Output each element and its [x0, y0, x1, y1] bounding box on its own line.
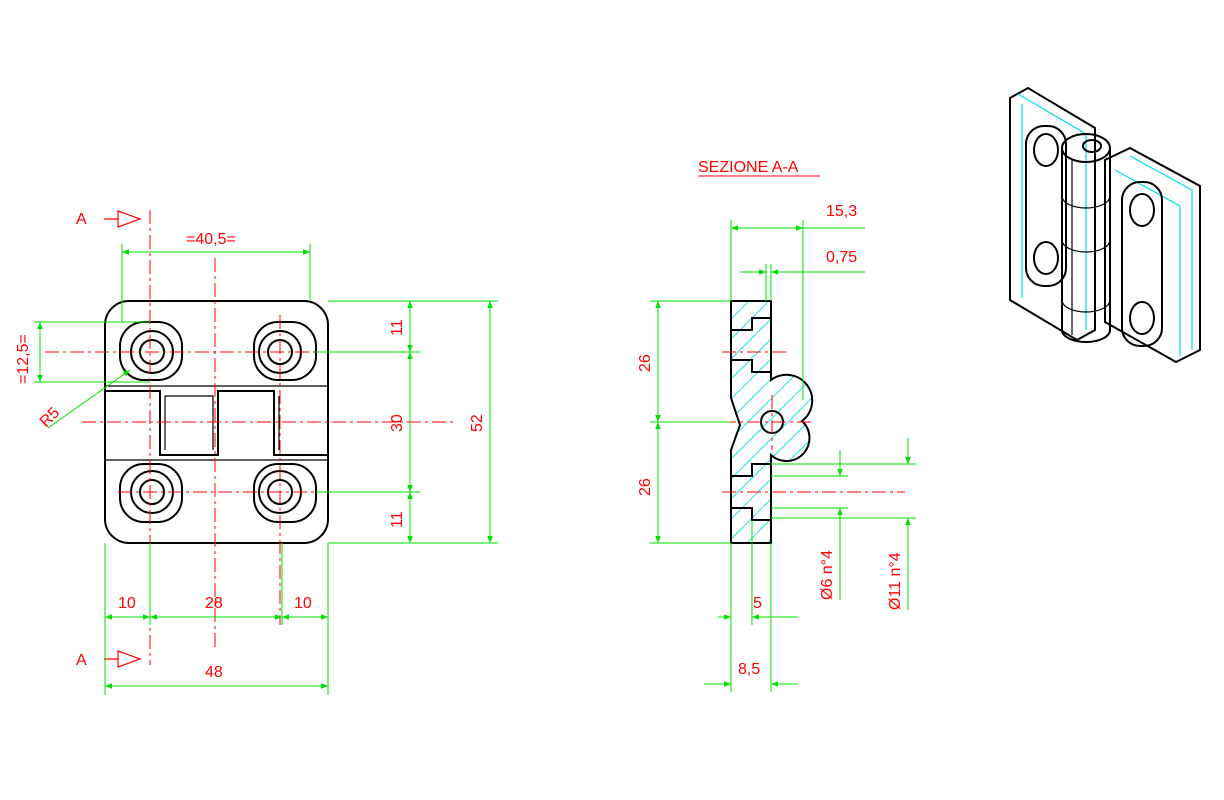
dim-radius: R5 [37, 404, 64, 431]
dim-width-top: 15,3 [826, 203, 857, 220]
dim-top-offset: 11 [389, 319, 406, 336]
dim-hole-spacing-x: =40,5= [186, 231, 236, 248]
counterbore-lower [730, 463, 772, 521]
dim-margin-right: 10 [294, 595, 312, 612]
pocket-tl [119, 321, 183, 381]
iso-knuckle-top [1061, 133, 1111, 163]
iso-right-hole-bottom [1129, 301, 1155, 335]
isometric-view [1009, 86, 1201, 364]
iso-left-pocket [1025, 125, 1067, 287]
iso-left-hole-top [1033, 133, 1059, 167]
iso-right-hole-top [1129, 193, 1155, 227]
section-marker-top: A [76, 210, 142, 228]
iso-left-hole-bottom [1033, 241, 1059, 275]
section-dimensions: 15,3 0,75 26 26 5 8,5 Ø6 n°4 Ø11 n°4 [637, 203, 916, 692]
dim-thickness: 8,5 [738, 661, 760, 678]
iso-right-pocket [1121, 181, 1163, 347]
pocket-br [253, 463, 317, 523]
iso-knuckle-joints [1061, 160, 1111, 335]
knuckle-outline [105, 390, 328, 456]
dim-hole-small: Ø6 n°4 [819, 550, 836, 600]
iso-pin-hole [1082, 139, 1102, 153]
section-mark-top: A [76, 211, 87, 228]
dim-hole-large: Ø11 n°4 [887, 552, 904, 610]
dim-height-overall: 52 [469, 414, 486, 432]
dim-width-overall: 48 [205, 664, 223, 681]
counterbore-upper [730, 317, 772, 373]
section-title: SEZIONE A-A [698, 159, 799, 176]
dim-hole-spacing-y: 30 [389, 414, 406, 432]
dim-margin-left: 10 [118, 595, 136, 612]
iso-left-edges [1017, 93, 1087, 330]
section-mark-bottom: A [76, 652, 87, 669]
dim-height-upper: 26 [637, 354, 654, 372]
dim-slot-depth: =12,5= [15, 334, 32, 384]
dim-center-span: 28 [205, 595, 223, 612]
iso-right-leaf [1104, 146, 1201, 364]
section-centerlines [722, 351, 905, 493]
centerlines [45, 210, 455, 665]
dim-bottom-offset: 11 [389, 511, 406, 528]
dim-counterbore-depth: 5 [753, 595, 762, 612]
knuckle-inner [164, 395, 280, 450]
leaf-edges [105, 385, 328, 461]
front-view [45, 210, 455, 665]
pocket-bl [119, 463, 183, 523]
pocket-tr [253, 321, 317, 381]
section-view: SEZIONE A-A [698, 159, 905, 544]
iso-left-leaf [1009, 86, 1096, 342]
dim-gap: 0,75 [826, 249, 857, 266]
iso-knuckle [1061, 148, 1111, 343]
dim-height-lower: 26 [637, 478, 654, 496]
section-marker-bottom: A [76, 650, 142, 669]
section-hatch [731, 301, 813, 543]
